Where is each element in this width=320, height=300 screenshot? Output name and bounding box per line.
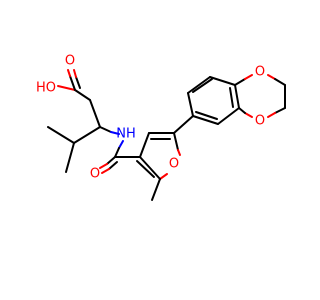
atom-label-amide-oxygen: O <box>90 167 100 182</box>
bond <box>110 131 120 135</box>
bond <box>209 76 236 86</box>
bond <box>192 115 219 125</box>
bond <box>57 85 76 91</box>
atom-label-ho: HO <box>36 81 56 96</box>
bond <box>47 126 75 144</box>
bond <box>106 156 116 165</box>
bond <box>136 160 155 178</box>
bond <box>238 107 246 114</box>
bond <box>75 76 81 89</box>
bond <box>89 99 101 128</box>
bond <box>73 126 101 144</box>
bond <box>274 107 286 114</box>
bond <box>187 76 211 94</box>
bond <box>267 112 276 118</box>
bond <box>69 75 76 91</box>
bond <box>267 74 276 80</box>
bond <box>67 69 71 77</box>
bond <box>99 126 112 133</box>
bond <box>187 92 194 117</box>
atom-labels: HO O NH O O O O <box>36 54 265 182</box>
bond <box>195 111 218 120</box>
atom-label-acid-oxygen: O <box>65 54 75 69</box>
bond <box>173 115 194 134</box>
bonds <box>47 69 286 201</box>
bond <box>151 178 161 201</box>
bond <box>73 69 77 78</box>
structure-svg: HO O NH O O O O <box>36 54 286 201</box>
bond <box>229 87 234 108</box>
bond <box>74 89 91 101</box>
atom-label-furan-oxygen: O <box>169 157 179 172</box>
bond <box>139 132 150 158</box>
bond <box>244 112 253 118</box>
bond <box>101 168 110 174</box>
bond <box>114 147 120 158</box>
molecule-diagram: HO O NH O O O O <box>36 54 286 201</box>
bond <box>234 84 240 109</box>
bond <box>139 156 161 180</box>
bond <box>65 142 75 173</box>
bond <box>108 161 118 170</box>
bond <box>159 173 168 180</box>
bond <box>234 78 246 86</box>
atom-label-dioxane-bottom-oxygen: O <box>255 114 265 129</box>
atom-label-dioxane-top-oxygen: O <box>255 65 265 80</box>
bond <box>173 132 179 151</box>
bond <box>217 107 240 125</box>
bond <box>274 78 286 86</box>
bond <box>244 74 253 80</box>
bond <box>99 163 108 169</box>
bond <box>118 140 124 149</box>
atom-label-nh: NH <box>116 127 136 142</box>
bond <box>177 149 181 156</box>
bond <box>192 78 213 93</box>
